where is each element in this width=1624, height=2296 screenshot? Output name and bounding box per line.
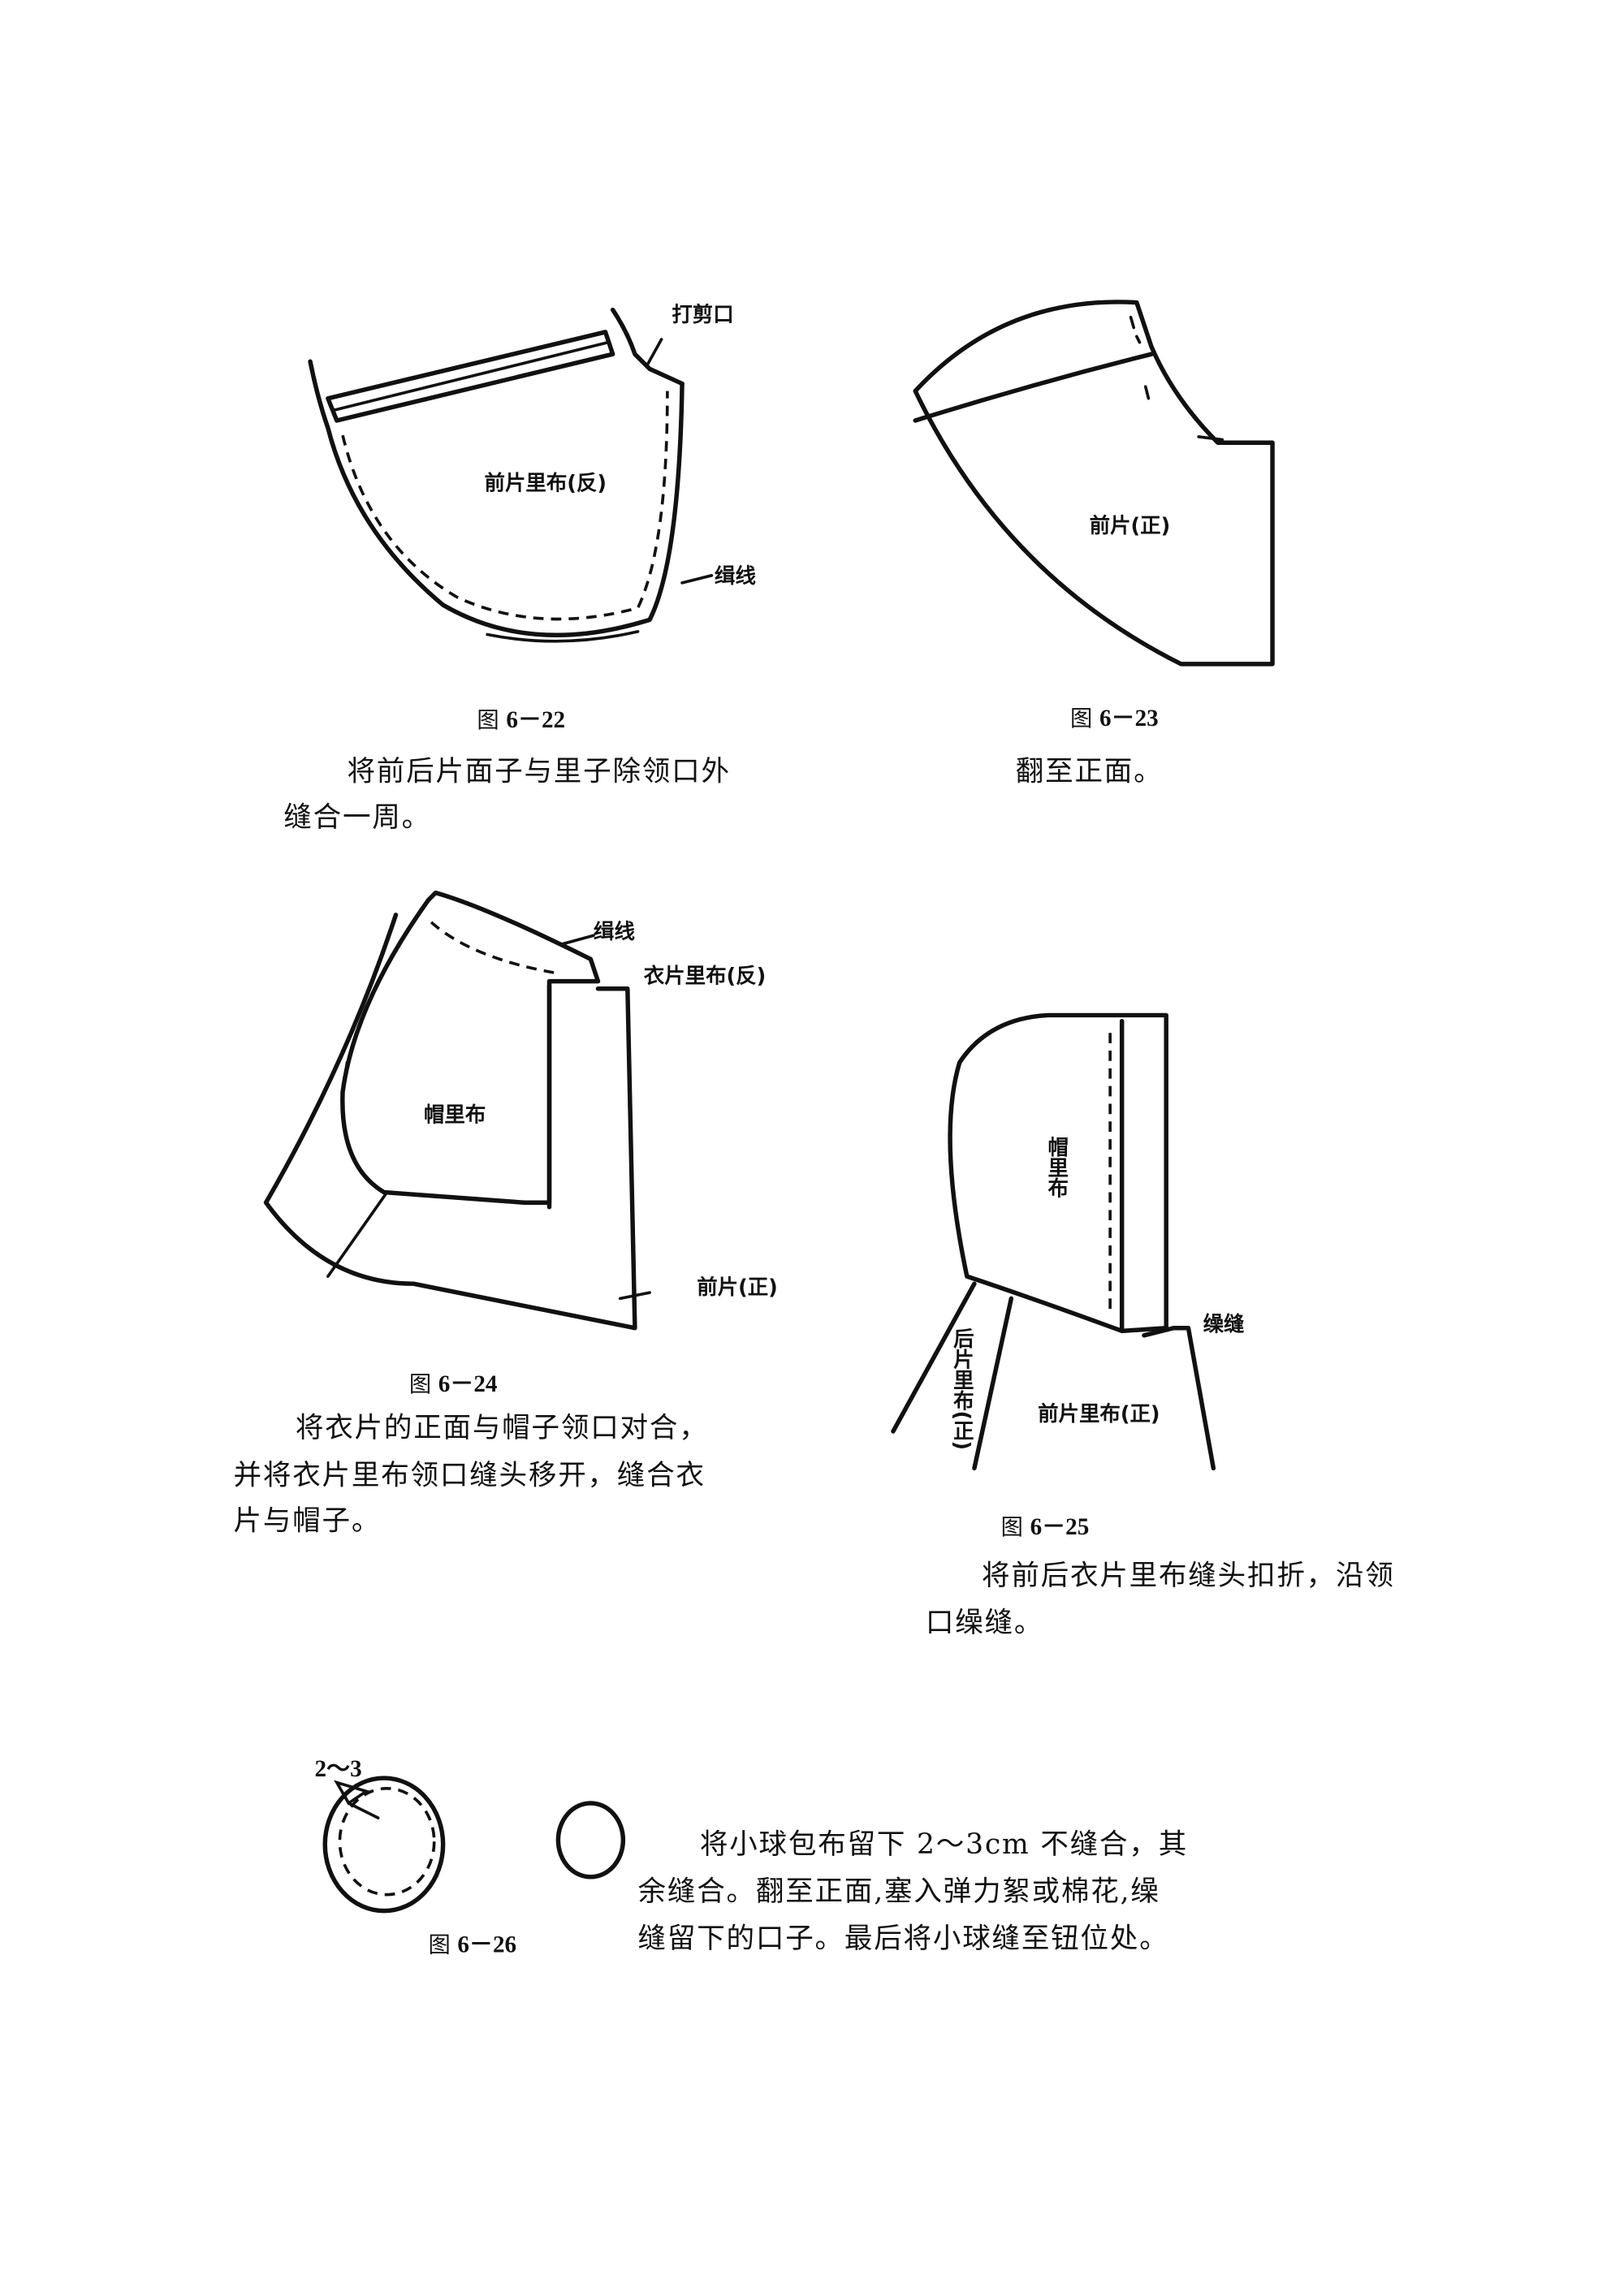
figure-caption-6-22: 图 6－22 xyxy=(477,707,565,733)
paragraph-line: 将前后片面子与里子除领口外 xyxy=(347,755,730,788)
label-front-right-side: 前片(正) xyxy=(697,1275,778,1299)
figure-6-24-drawing xyxy=(263,890,651,1331)
figure-caption-6-26: 图 6－26 xyxy=(428,1932,516,1958)
label-notch: 打剪口 xyxy=(672,302,733,326)
label-stitch-line: 缉线 xyxy=(594,919,635,943)
label-stitch-line: 缉线 xyxy=(715,563,756,588)
figure-6-25-drawing xyxy=(891,1012,1216,1471)
label-slip-stitch: 缲缝 xyxy=(1203,1311,1245,1336)
paragraph-line: 将衣片的正面与帽子领口对合， xyxy=(296,1412,709,1444)
label-back-lining-vertical: 后片里布(正) xyxy=(950,1328,974,1450)
label-body-lining-reverse: 衣片里布(反) xyxy=(644,963,766,987)
label-opening-size: 2～3 xyxy=(315,1756,362,1782)
paragraph-line: 翻至正面。 xyxy=(1016,755,1164,788)
label-hood-lining-vertical: 帽里布 xyxy=(1045,1136,1069,1198)
paragraph-line: 并将衣片里布领口缝头移开，缝合衣 xyxy=(234,1459,706,1491)
label-front-lining-right-side: 前片里布(正) xyxy=(1038,1401,1160,1426)
paragraph-line: 口缲缝。 xyxy=(926,1607,1043,1639)
figure-6-26-drawing xyxy=(322,1776,626,1914)
paragraph-line: 将小球包布留下 2～3cm 不缝合，其 xyxy=(700,1828,1188,1861)
label-front-lining-reverse: 前片里布(反) xyxy=(485,470,607,494)
figure-caption-6-24: 图 6－24 xyxy=(409,1371,498,1397)
figure-6-23-drawing xyxy=(913,300,1275,667)
paragraph-line: 片与帽子。 xyxy=(234,1505,382,1538)
figure-caption-6-23: 图 6－23 xyxy=(1070,706,1159,732)
label-front-right-side: 前片(正) xyxy=(1090,513,1171,537)
paragraph-line: 将前后衣片里布缝头扣折，沿领 xyxy=(982,1560,1395,1592)
paragraph-line: 余缝合。翻至正面,塞入弹力絮或棉花,缲 xyxy=(638,1875,1160,1908)
label-hood-lining: 帽里布 xyxy=(424,1102,486,1126)
paragraph-line: 缝留下的口子。最后将小球缝至钮位处。 xyxy=(638,1923,1169,1955)
figure-6-22-drawing xyxy=(308,307,714,643)
paragraph-line: 缝合一周。 xyxy=(283,801,431,834)
figure-caption-6-25: 图 6－25 xyxy=(1001,1514,1090,1540)
